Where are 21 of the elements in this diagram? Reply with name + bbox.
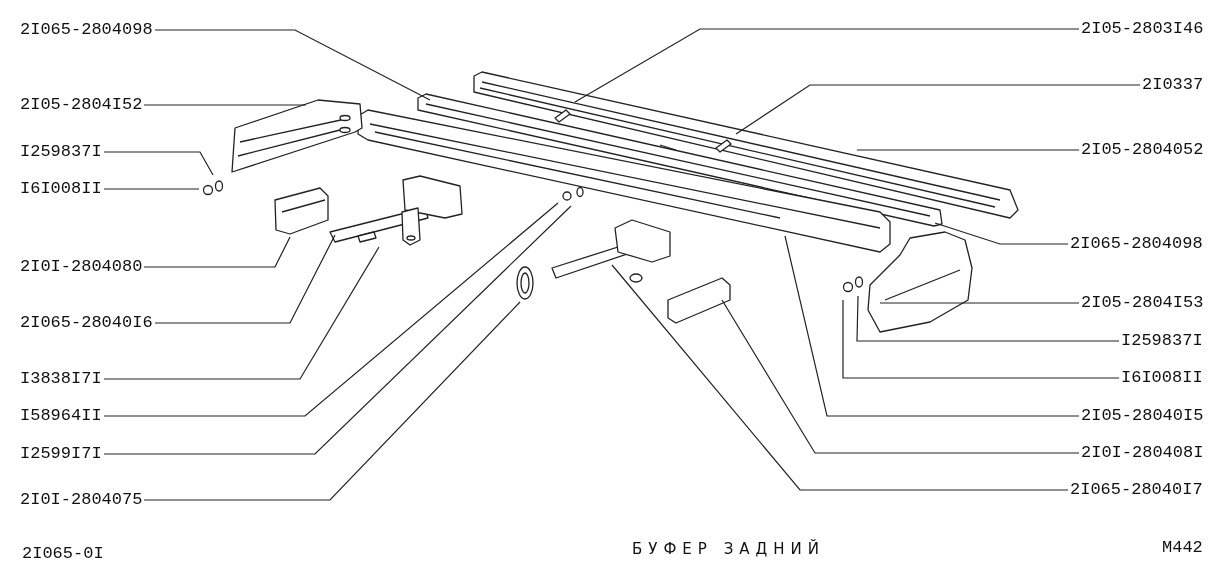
leader-line	[842, 299, 1120, 379]
leader-line	[103, 246, 380, 380]
leader-line	[154, 234, 336, 324]
diagram-title: БУФЕР ЗАДНИЙ	[632, 540, 825, 558]
leader-line	[143, 301, 521, 501]
leader-line	[103, 188, 200, 190]
leader-line	[574, 28, 1080, 103]
leader-line	[103, 151, 214, 176]
leader-line	[143, 104, 307, 106]
leader-line	[856, 295, 1120, 342]
leader-line	[154, 29, 431, 101]
leader-line	[856, 149, 1080, 151]
leader-line	[611, 264, 1069, 491]
leader-line	[879, 302, 1080, 304]
leader-line	[103, 205, 572, 455]
leader-line	[103, 202, 559, 417]
leader-line	[934, 222, 1069, 245]
leader-line	[721, 299, 1080, 454]
leader-line	[143, 236, 291, 268]
leader-line	[735, 84, 1141, 135]
leader-line	[784, 235, 1080, 417]
